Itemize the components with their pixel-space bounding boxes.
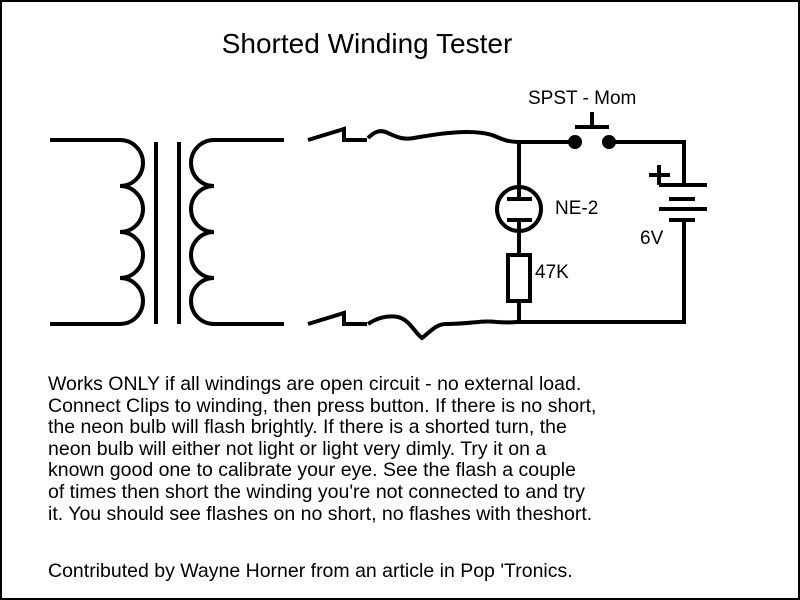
test-clip-bottom	[307, 310, 520, 341]
battery-label: 6V	[640, 228, 664, 249]
description-line: it. You should see flashes on no short, …	[48, 502, 593, 525]
resistor-label: 47K	[535, 262, 569, 283]
description-line: Connect Clips to winding, then press but…	[48, 394, 597, 417]
description-line: Works ONLY if all windings are open circ…	[48, 373, 582, 395]
primary-winding	[50, 138, 145, 326]
description-line: the neon bulb will flash brightly. If th…	[48, 416, 567, 439]
lead-wire-top	[366, 129, 520, 144]
description-line: neon bulb will either not light or light…	[48, 437, 547, 460]
neon-label: NE-2	[555, 198, 599, 219]
switch-contact-left	[568, 135, 582, 149]
description: Works ONLY if all windings are open circ…	[48, 373, 597, 525]
diagram-title: Shorted Winding Tester	[221, 28, 513, 59]
description-line: of times then short the winding you're n…	[48, 480, 586, 503]
battery	[649, 165, 707, 222]
description-line: known good one to calibrate your eye. Se…	[48, 459, 576, 482]
switch-label: SPST - Mom	[528, 88, 637, 109]
secondary-winding	[189, 138, 284, 326]
plus-sign-icon	[649, 165, 670, 185]
spst-momentary-switch	[568, 112, 616, 149]
resistor	[506, 253, 532, 303]
credit-line: Contributed by Wayne Horner from an arti…	[48, 560, 573, 582]
transformer	[50, 138, 284, 326]
test-clip-top	[307, 126, 520, 144]
lead-wire-bottom	[366, 314, 520, 341]
